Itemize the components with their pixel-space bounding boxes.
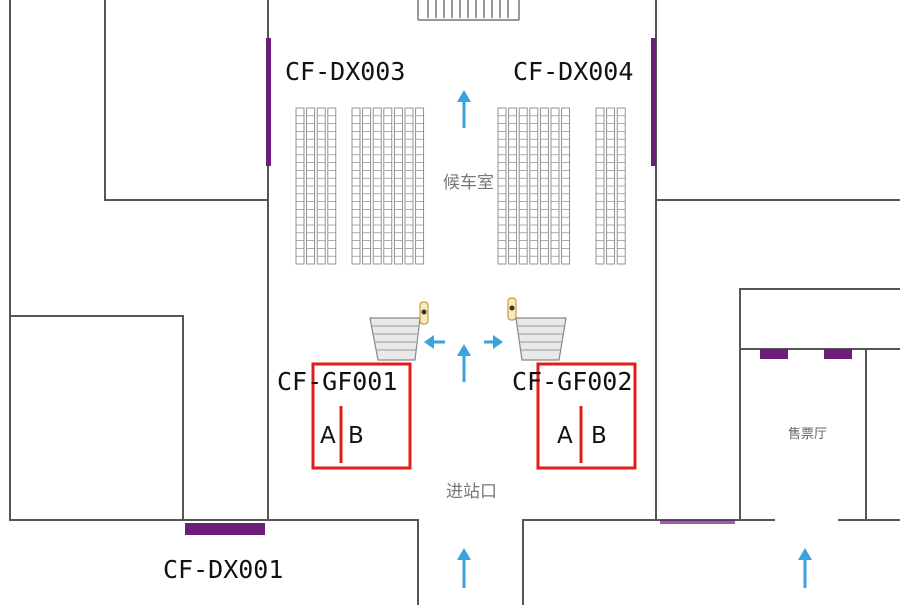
zone-label-ticket-hall: 售票厅 <box>788 427 828 442</box>
walls <box>9 0 900 605</box>
gate-label-dx001: CF-DX001 <box>163 555 284 584</box>
turnstile-icon <box>417 0 520 21</box>
security-scanner-icon <box>369 301 429 361</box>
ticket-hall-outer <box>739 288 900 520</box>
right-arrow-icon <box>484 335 503 349</box>
waiting-seats <box>295 107 626 265</box>
highlight-boxes <box>311 362 637 470</box>
gate-mark-dx004 <box>651 38 656 166</box>
lane-a-gf002: A <box>557 423 573 449</box>
gate-mark-dx001 <box>185 523 265 535</box>
up-arrow-icon <box>457 548 471 588</box>
gate-label-dx004: CF-DX004 <box>513 57 634 86</box>
gate-label-gf002: CF-GF002 <box>512 367 633 396</box>
lower-left-room <box>10 315 184 520</box>
lane-a-gf001: A <box>320 423 336 449</box>
right-bottom-wall <box>522 519 740 605</box>
lane-b-gf002: B <box>591 423 607 449</box>
lane-b-gf001: B <box>348 423 364 449</box>
highlight-gf002 <box>536 362 637 470</box>
up-arrow-icon <box>457 344 471 382</box>
up-arrow-icon <box>457 90 471 128</box>
upper-left-room <box>104 0 268 201</box>
flow-arrows <box>424 90 812 588</box>
gate-label-gf001: CF-GF001 <box>277 367 398 396</box>
purple-gates <box>185 38 852 535</box>
gate-mark-ticket-1 <box>760 349 788 359</box>
gate-mark-dx003 <box>266 38 271 166</box>
left-arrow-icon <box>424 335 445 349</box>
gate-label-dx003: CF-DX003 <box>285 57 406 86</box>
up-arrow-icon <box>798 548 812 588</box>
left-outer-wall <box>9 0 419 605</box>
gate-mark-ticket-2 <box>824 349 852 359</box>
security-scanner-icon <box>507 297 567 361</box>
highlight-gf001 <box>311 362 412 470</box>
zone-label-entrance: 进站口 <box>446 482 497 502</box>
gate-mark-right-bottom <box>660 520 735 524</box>
zone-label-waiting-room: 候车室 <box>443 173 494 193</box>
